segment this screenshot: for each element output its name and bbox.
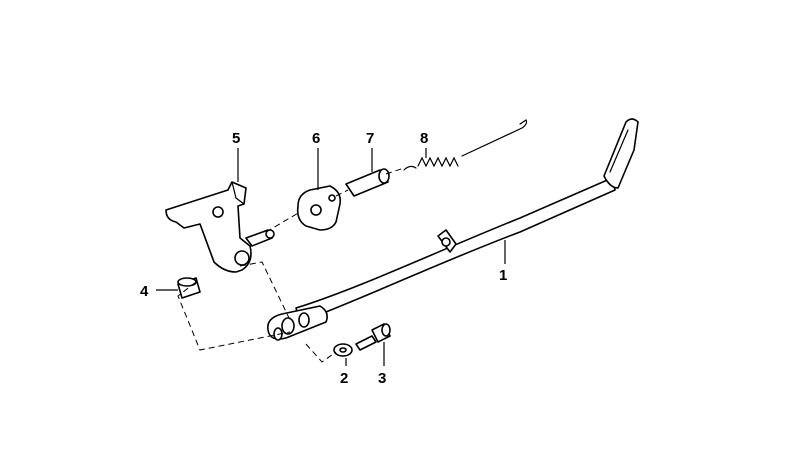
callout-5: 5	[232, 130, 240, 147]
callout-8: 8	[420, 130, 428, 147]
bushing	[177, 277, 201, 299]
leader-lines	[156, 148, 506, 366]
sleeve	[345, 168, 390, 197]
bolt	[355, 323, 391, 351]
mounting-bracket	[165, 181, 275, 273]
callout-1: 1	[499, 267, 507, 284]
retaining-plate	[296, 185, 342, 231]
callout-3: 3	[378, 370, 386, 387]
callout-2: 2	[340, 370, 348, 387]
assembly-guide-lines	[177, 167, 405, 363]
callout-4: 4	[140, 283, 149, 300]
side-stand-leg	[266, 118, 639, 341]
spring	[403, 119, 528, 171]
washer	[333, 343, 353, 357]
callout-6: 6	[312, 130, 320, 147]
callout-7: 7	[366, 130, 374, 147]
